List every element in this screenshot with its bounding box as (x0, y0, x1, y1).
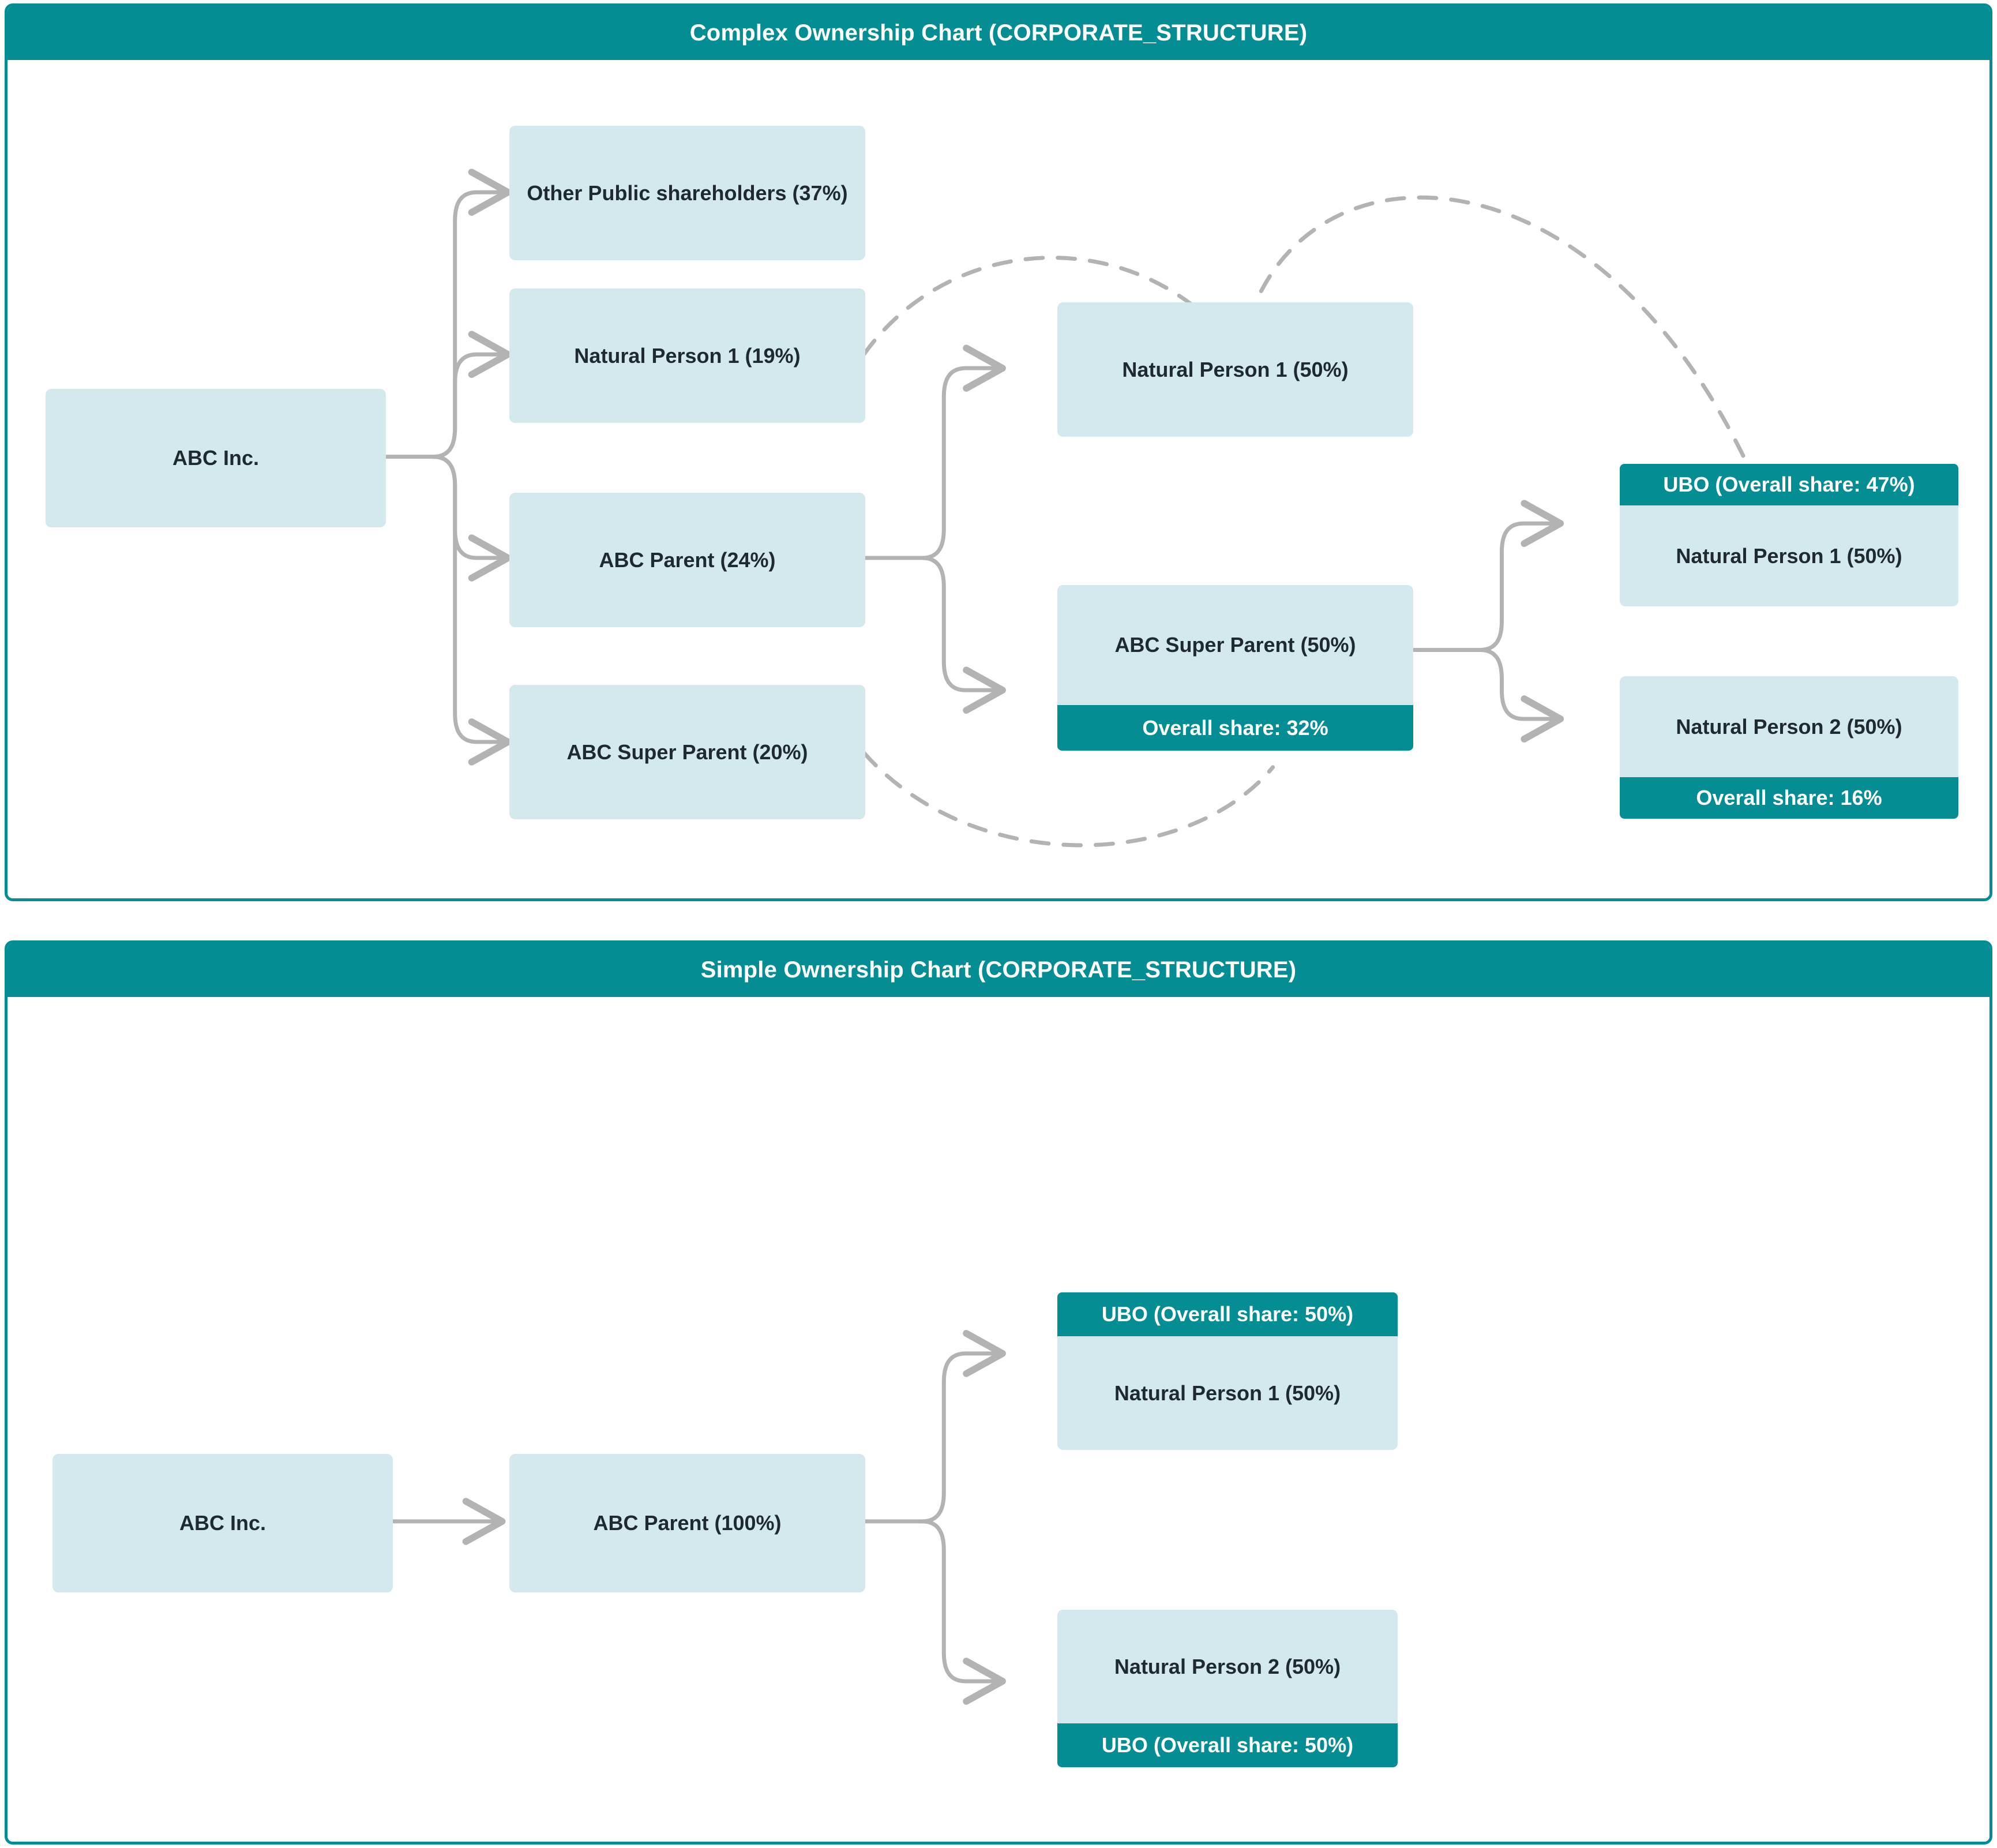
simple-chart-connectors (389, 1330, 1006, 1705)
badge-ubo-overall-share-47: UBO (Overall share: 47%) (1620, 464, 1958, 505)
complex-chart-canvas: ABC Inc. Other Public shareholders (37%)… (7, 60, 1990, 898)
node-abc-parent-24[interactable]: ABC Parent (24%) (509, 493, 865, 627)
node-abc-inc-simple[interactable]: ABC Inc. (52, 1454, 393, 1592)
node-natural-person-1-50-level2[interactable]: Natural Person 1 (50%) (1057, 302, 1413, 437)
node-abc-inc[interactable]: ABC Inc. (46, 389, 386, 527)
complex-ownership-chart-panel: Complex Ownership Chart (CORPORATE_STRUC… (5, 3, 1992, 901)
simple-chart-title: Simple Ownership Chart (CORPORATE_STRUCT… (7, 943, 1990, 997)
node-other-public-shareholders[interactable]: Other Public shareholders (37%) (509, 126, 865, 260)
node-natural-person-2-50-simple[interactable]: Natural Person 2 (50%) (1057, 1610, 1398, 1723)
node-natural-person-2-50-level3[interactable]: Natural Person 2 (50%) (1620, 676, 1958, 777)
complex-chart-title: Complex Ownership Chart (CORPORATE_STRUC… (7, 6, 1990, 60)
node-natural-person-1-50-simple[interactable]: Natural Person 1 (50%) (1057, 1336, 1398, 1450)
node-natural-person-1-19[interactable]: Natural Person 1 (19%) (509, 288, 865, 423)
badge-overall-share-32: Overall share: 32% (1057, 705, 1413, 751)
node-abc-super-parent-50[interactable]: ABC Super Parent (50%) (1057, 585, 1413, 705)
node-natural-person-1-50-level3[interactable]: Natural Person 1 (50%) (1620, 505, 1958, 606)
badge-ubo-overall-share-50-bottom: UBO (Overall share: 50%) (1057, 1723, 1398, 1767)
node-abc-parent-100[interactable]: ABC Parent (100%) (509, 1454, 865, 1592)
simple-chart-canvas: ABC Inc. ABC Parent (100%) UBO (Overall … (7, 997, 1990, 1842)
node-abc-super-parent-20[interactable]: ABC Super Parent (20%) (509, 685, 865, 819)
badge-ubo-overall-share-50-top: UBO (Overall share: 50%) (1057, 1292, 1398, 1336)
badge-overall-share-16: Overall share: 16% (1620, 777, 1958, 819)
simple-ownership-chart-panel: Simple Ownership Chart (CORPORATE_STRUCT… (5, 940, 1992, 1845)
